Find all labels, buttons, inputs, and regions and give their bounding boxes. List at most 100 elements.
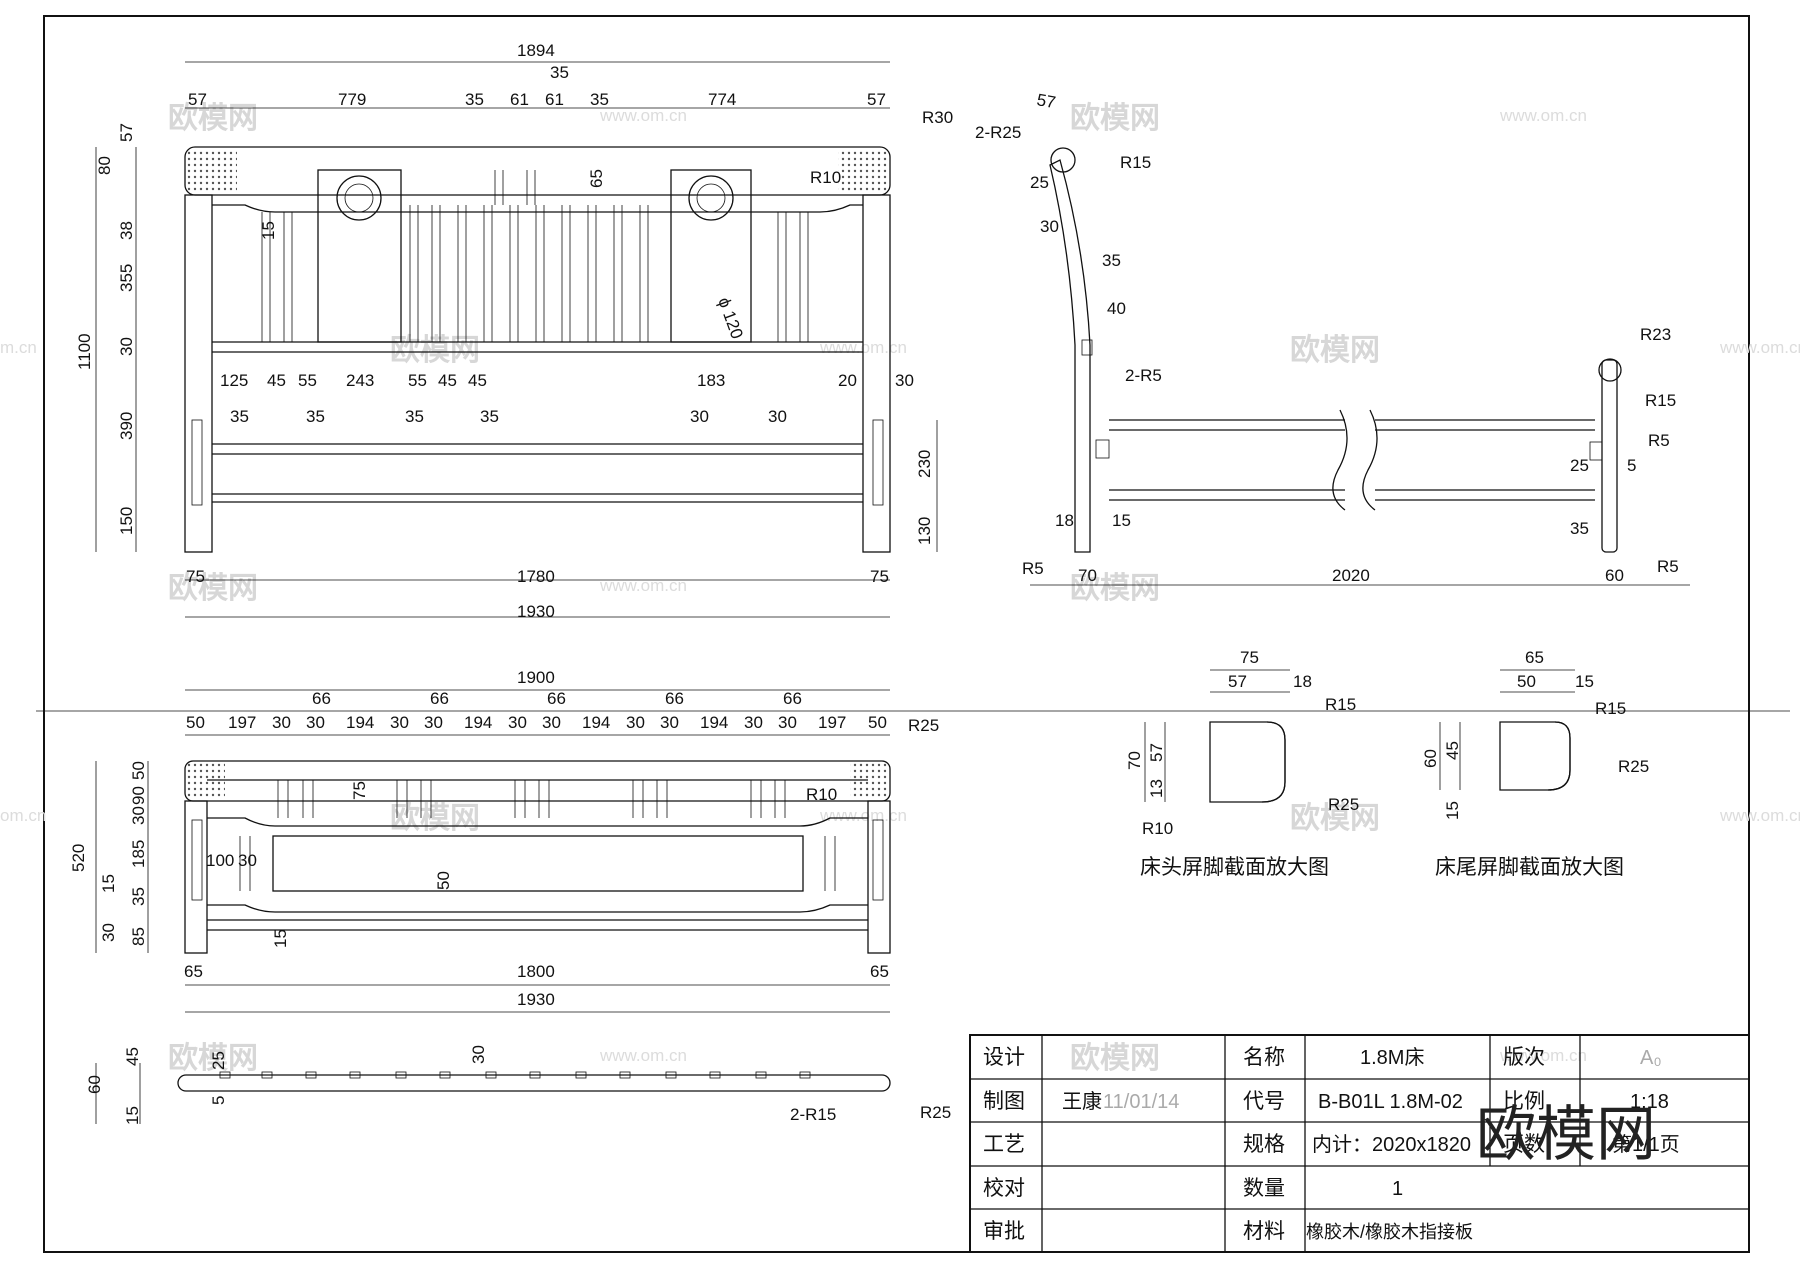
dim-text: 57 [1035,90,1057,112]
dim-text: 18 [1055,511,1074,530]
tb-label: 校对 [983,1177,1025,1200]
dim-text: 61 [545,90,564,109]
dim-text: 774 [708,90,736,109]
dim-text: 38 [117,221,136,240]
dim-text: 90 [129,786,148,805]
dim-text: R5 [1657,557,1679,576]
dim-text: 243 [346,371,374,390]
foot-section: 65 50 15 R15 60 45 15 R25 床尾屏脚截面放大图 [1421,648,1649,879]
dim-text: 50 [1517,672,1536,691]
tb-date: 11/01/14 [1103,1091,1179,1113]
section-caption: 床尾屏脚截面放大图 [1435,856,1624,879]
dim-text: 50 [186,713,205,732]
dim-text: 45 [123,1047,142,1066]
dim-text: 55 [298,371,317,390]
dim-text: 30 [660,713,679,732]
dim-text: 13 [1147,779,1166,798]
dim-text: R25 [1618,757,1649,776]
dim-text: 30 [306,713,325,732]
dim-text: 194 [582,713,610,732]
tb-qty: 1 [1392,1178,1403,1200]
dim-text: 520 [69,844,88,872]
dim-text: 45 [438,371,457,390]
tb-drafter: 王康 [1062,1090,1102,1113]
tb-label: 工艺 [983,1133,1025,1156]
tb-spec: 内计：2020x1820 [1312,1133,1471,1156]
dim-text: 5 [1627,456,1636,475]
dim-text: 45 [267,371,286,390]
dim-text: 30 [390,713,409,732]
watermark-url: www.om.cn [599,576,687,595]
dim-text: 1780 [517,567,555,586]
dim-text: 150 [117,507,136,535]
tb-label: 规格 [1243,1133,1285,1156]
dim-text: 75 [186,567,205,586]
watermark-url: www.om.cn [599,106,687,125]
dim-text: R10 [810,168,841,187]
dim-text: 15 [1575,672,1594,691]
tb-label: 比例 [1503,1090,1545,1113]
dim-text: 1100 [75,333,94,370]
dim-text: 35 [405,407,424,426]
dim-text: 1930 [517,602,555,621]
dim-text: 30 [129,806,148,825]
dim-text: R5 [1648,431,1670,450]
watermark-url: www.om.cn [599,1046,687,1065]
dim-text: R15 [1120,153,1151,172]
dim-text: 66 [547,689,566,708]
dim-text: 15 [123,1106,142,1125]
tb-label: 制图 [983,1090,1025,1113]
dim-text: 60 [1605,566,1624,585]
dim-text: 35 [590,90,609,109]
tb-label: 版次 [1503,1046,1545,1069]
watermark-url: www.om.cn [819,806,907,825]
dim-text: 2-R25 [975,123,1021,142]
side-view: 57 2-R25 R15 25 30 35 40 2-R5 R23 R15 R5… [975,90,1690,586]
watermark-brand: 欧模网 [1070,102,1160,135]
dim-text: 194 [464,713,492,732]
section-caption: 床头屏脚截面放大图 [1140,856,1329,879]
watermark-brand: 欧模网 [168,1042,258,1075]
dim-text: 390 [117,412,136,440]
dim-text: 66 [665,689,684,708]
watermark-brand: 欧模网 [1070,1042,1160,1075]
dim-text: 30 [117,337,136,356]
dim-text: 25 [1570,456,1589,475]
dim-text: 30 [744,713,763,732]
dim-text: 66 [430,689,449,708]
dim-text: R10 [1142,819,1173,838]
dim-text: 185 [129,840,148,868]
watermark-brand: 欧模网 [390,334,480,367]
dim-text: 183 [697,371,725,390]
dim-text: 2-R15 [790,1105,836,1124]
dim-text: 57 [1228,672,1247,691]
dim-text: 35 [465,90,484,109]
dim-text: R15 [1645,391,1676,410]
dim-text: 15 [1443,801,1462,820]
dim-text: 57 [117,123,136,142]
dim-text: 30 [626,713,645,732]
dim-text: 194 [700,713,728,732]
dim-text: 65 [1525,648,1544,667]
dim-text: 75 [1240,648,1259,667]
watermark-url: m.cn [0,338,37,357]
watermark-brand: 欧模网 [1290,334,1380,367]
dim-text: 2020 [1332,566,1370,585]
dim-text: 35 [306,407,325,426]
watermark-url: www.om.cn [1719,338,1800,357]
dim-text: 66 [783,689,802,708]
dim-text: 194 [346,713,374,732]
dim-text: 355 [117,264,136,292]
dim-text: 35 [480,407,499,426]
dim-text: 30 [895,371,914,390]
tb-label: 材料 [1243,1220,1285,1243]
sheet-border [43,15,1750,1253]
head-section: 75 57 18 R15 70 57 13 R25 R10 床头屏脚截面放大图 [1125,648,1359,879]
dim-text: 66 [312,689,331,708]
dim-text: 45 [468,371,487,390]
tb-label: 页数 [1503,1133,1545,1156]
dim-text: 197 [228,713,256,732]
dim-text: 2-R5 [1125,366,1162,385]
dim-text: ϕ 120 [714,295,746,342]
